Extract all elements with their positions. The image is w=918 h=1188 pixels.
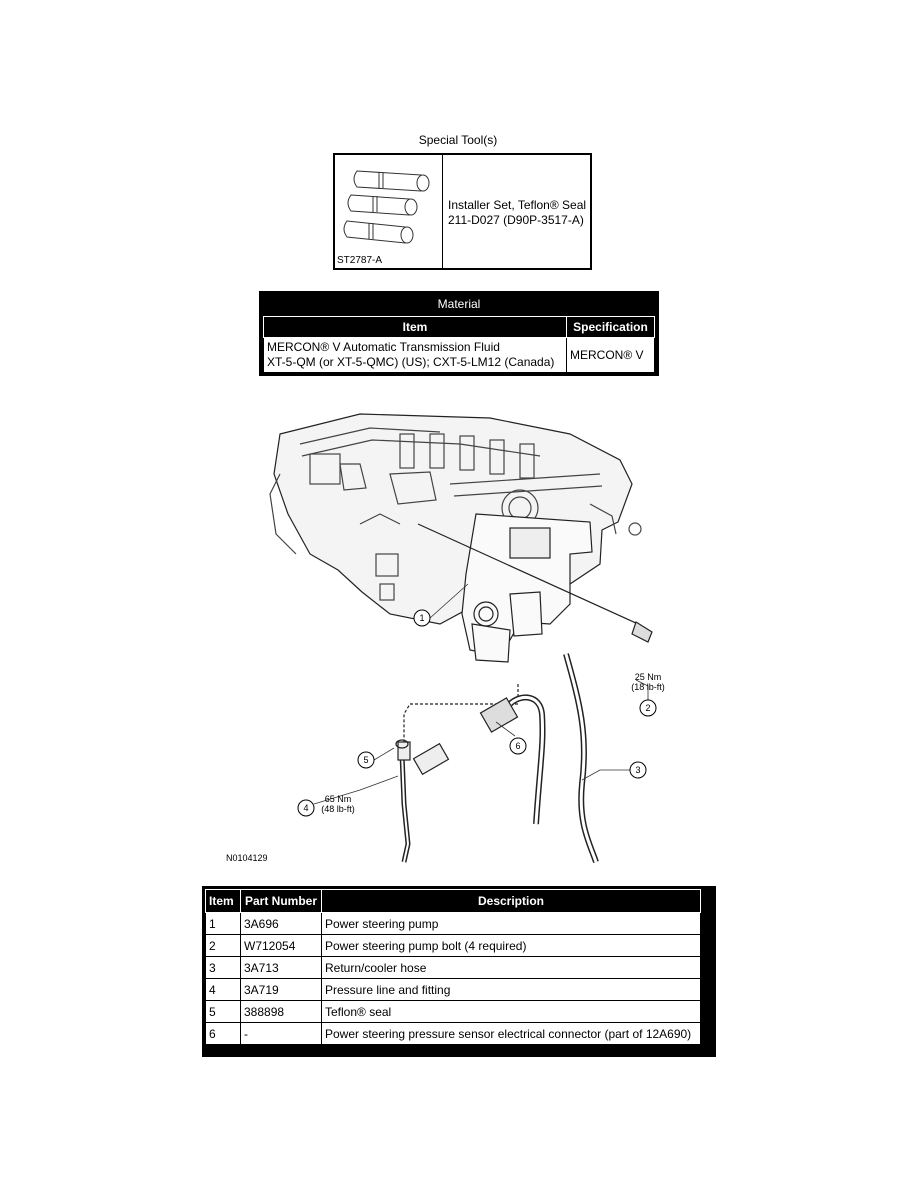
fitting-torque-lbft: (48 lb-ft) [321,804,355,814]
material-table: Material Item Specification MERCON® V Au… [259,291,659,376]
pump-assembly-drawing [461,513,593,663]
callout-5: 5 [357,751,375,769]
installer-set-illustration [343,170,430,244]
parts-cell-description: Teflon® seal [321,1000,701,1023]
parts-cell-description: Power steering pump bolt (4 required) [321,934,701,957]
callout-1: 1 [413,609,431,627]
parts-header-item: Item [205,889,241,913]
installer-tube-3 [343,220,414,244]
figure-id: N0104129 [226,853,268,863]
power-steering-pump-diagram: 1 2 3 4 5 6 25 Nm (18 lb-ft) 65 Nm (48 l… [269,413,665,863]
material-header-item: Item [263,316,567,338]
special-tool-box: ST2787-A Installer Set, Teflon® Seal 211… [333,153,592,270]
return-hose-drawing [563,653,599,863]
parts-cell-description: Return/cooler hose [321,956,701,979]
parts-cell-part-number: 3A719 [240,978,322,1001]
fitting-torque-nm: 65 Nm [325,794,352,804]
parts-cell-description: Power steering pressure sensor electrica… [321,1022,701,1045]
svg-text:5: 5 [363,755,368,765]
parts-cell-part-number: 3A713 [240,956,322,979]
parts-cell-part-number: 3A696 [240,912,322,935]
installer-tube-1 [353,170,430,192]
special-tools-title: Special Tool(s) [418,133,498,147]
material-spec-cell: MERCON® V [566,337,655,373]
tool-description-line2: 211-D027 (D90P-3517-A) [448,213,584,227]
svg-text:3: 3 [635,765,640,775]
bolt-torque-nm: 25 Nm [635,672,662,682]
parts-cell-item: 4 [205,978,241,1001]
svg-text:4: 4 [303,803,308,813]
tool-description: Installer Set, Teflon® Seal 211-D027 (D9… [448,198,586,228]
installer-tube-2 [347,194,418,216]
callout-2: 2 [639,699,657,717]
table-row: 6-Power steering pressure sensor electri… [205,1022,701,1045]
tool-box-divider [442,155,443,268]
svg-text:1: 1 [419,613,424,623]
svg-text:2: 2 [645,703,650,713]
parts-cell-item: 5 [205,1000,241,1023]
parts-cell-item: 3 [205,956,241,979]
callout-6: 6 [509,737,527,755]
parts-header-part-number: Part Number [240,889,322,913]
material-title: Material [437,297,481,311]
parts-cell-item: 2 [205,934,241,957]
parts-cell-description: Pressure line and fitting [321,978,701,1001]
svg-text:6: 6 [515,741,520,751]
callout-4: 4 [297,799,315,817]
parts-cell-part-number: - [240,1022,322,1045]
parts-cell-item: 1 [205,912,241,935]
sensor-connector-drawing [412,694,546,825]
engine-head-drawing [273,413,633,625]
callout-3: 3 [629,761,647,779]
camshaft-cover-details [269,427,642,601]
parts-cell-part-number: W712054 [240,934,322,957]
parts-header-description: Description [321,889,701,913]
bolt-torque-lbft: (18 lb-ft) [631,682,665,692]
parts-cell-description: Power steering pump [321,912,701,935]
material-item-line1: MERCON® V Automatic Transmission Fluid [267,340,500,354]
teflon-seal-drawing [395,739,409,749]
tool-description-line1: Installer Set, Teflon® Seal [448,198,587,212]
material-item-line2: XT-5-QM (or XT-5-QMC) (US); CXT-5-LM12 (… [267,355,555,369]
material-item-cell: MERCON® V Automatic Transmission Fluid X… [263,337,567,373]
pump-bolt-drawing [417,523,653,643]
parts-cell-item: 6 [205,1022,241,1045]
parts-cell-part-number: 388898 [240,1000,322,1023]
material-header-specification: Specification [566,316,655,338]
tool-code-label: ST2787-A [337,255,383,266]
callout-leaders [313,583,649,805]
